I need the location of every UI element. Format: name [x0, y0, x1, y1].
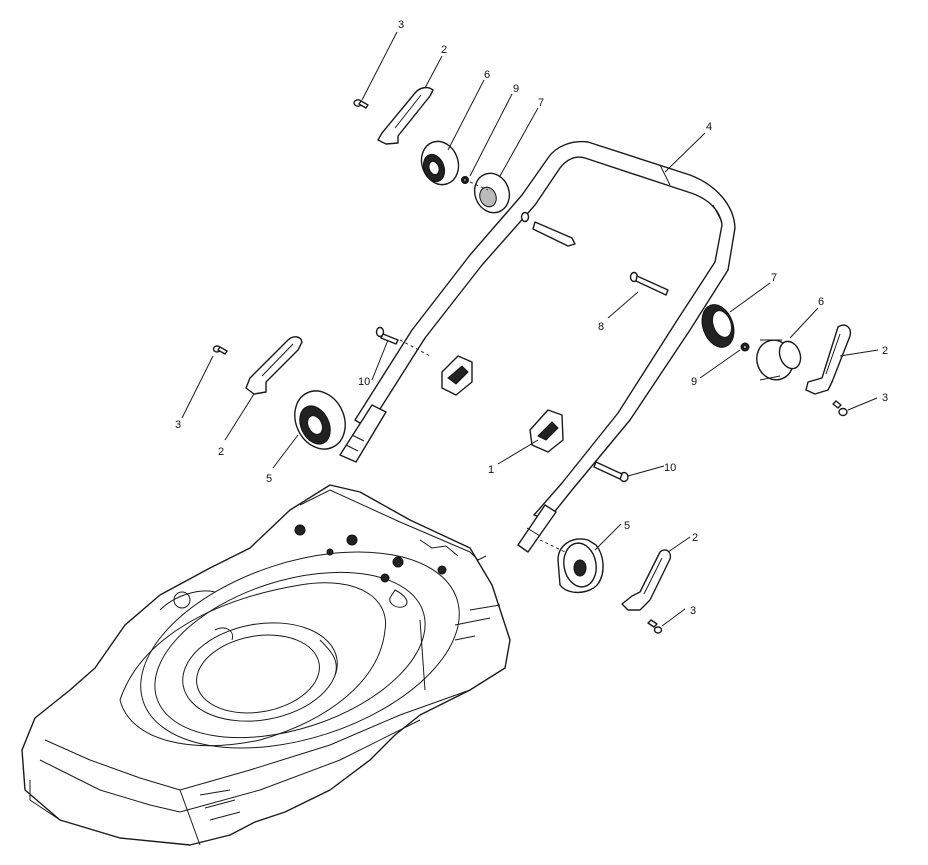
callout-lever-2-bottom: 2: [692, 532, 698, 544]
left-height-adjuster-parts: [212, 326, 473, 450]
wheel-adapter-6-right: [756, 339, 802, 381]
lever-2-bottom: [621, 549, 672, 611]
bolt-10-right: [593, 461, 629, 483]
mower-deck: [21, 484, 511, 846]
callout-screw-3-top: 3: [398, 19, 404, 31]
bolt-top: [520, 211, 576, 247]
handle-assembly: [339, 140, 736, 553]
callout-gear-7-right: 7: [771, 272, 777, 284]
callout-bolt-10-left: 10: [358, 376, 370, 388]
callout-lever-2-top: 2: [441, 44, 447, 56]
washer-9-top: [461, 176, 469, 184]
gear-7-right: [701, 304, 735, 348]
callout-lever-2-right: 2: [882, 345, 888, 357]
right-height-adjuster-parts: [629, 271, 852, 417]
callout-bolt-8: 8: [598, 321, 604, 333]
lever-2-top: [377, 86, 434, 145]
callout-lever-2-left: 2: [218, 446, 224, 458]
screw-3-top: [353, 99, 369, 109]
upper-height-adjuster-parts: [353, 86, 576, 247]
bracket-1-right: [529, 409, 564, 453]
wheel-adapter-5-left: [294, 390, 346, 450]
callout-bracket-1: 1: [488, 464, 494, 476]
callout-gear-7-top: 7: [538, 97, 544, 109]
screw-3-bottom: [647, 619, 663, 634]
bracket-1-left: [441, 355, 473, 396]
callout-washer-9-right: 9: [691, 376, 697, 388]
screw-3-left: [212, 345, 228, 355]
lever-2-right: [805, 324, 852, 395]
callout-screw-3-left: 3: [175, 419, 181, 431]
callout-screw-3-right: 3: [882, 392, 888, 404]
callout-labels: 3 2 6 9 7 4 7 6 8 2 9 3 10 3 2 5 1 10 5 …: [175, 19, 888, 617]
callout-handle-4: 4: [706, 121, 712, 133]
wheel-adapter-5-right: [557, 538, 604, 594]
screw-3-right: [832, 400, 848, 417]
bolt-10-left: [375, 326, 399, 345]
callout-wheel-adapter-6-right: 6: [818, 296, 824, 308]
callout-wheel-adapter-6-top: 6: [484, 69, 490, 81]
gear-7-top: [473, 172, 511, 214]
washer-9-right: [740, 342, 750, 352]
callout-screw-3-bottom: 3: [690, 605, 696, 617]
bolt-8: [629, 271, 669, 296]
callout-washer-9-top: 9: [513, 83, 519, 95]
callout-wheel-adapter-5-left: 5: [266, 473, 272, 485]
lower-height-adjuster-parts: [529, 409, 672, 634]
wheel-adapter-6-top: [420, 140, 460, 186]
callout-wheel-adapter-5-right: 5: [624, 520, 630, 532]
callout-bolt-10-right: 10: [664, 462, 676, 474]
lever-2-left: [245, 336, 303, 395]
leader-lines: [181, 31, 879, 627]
